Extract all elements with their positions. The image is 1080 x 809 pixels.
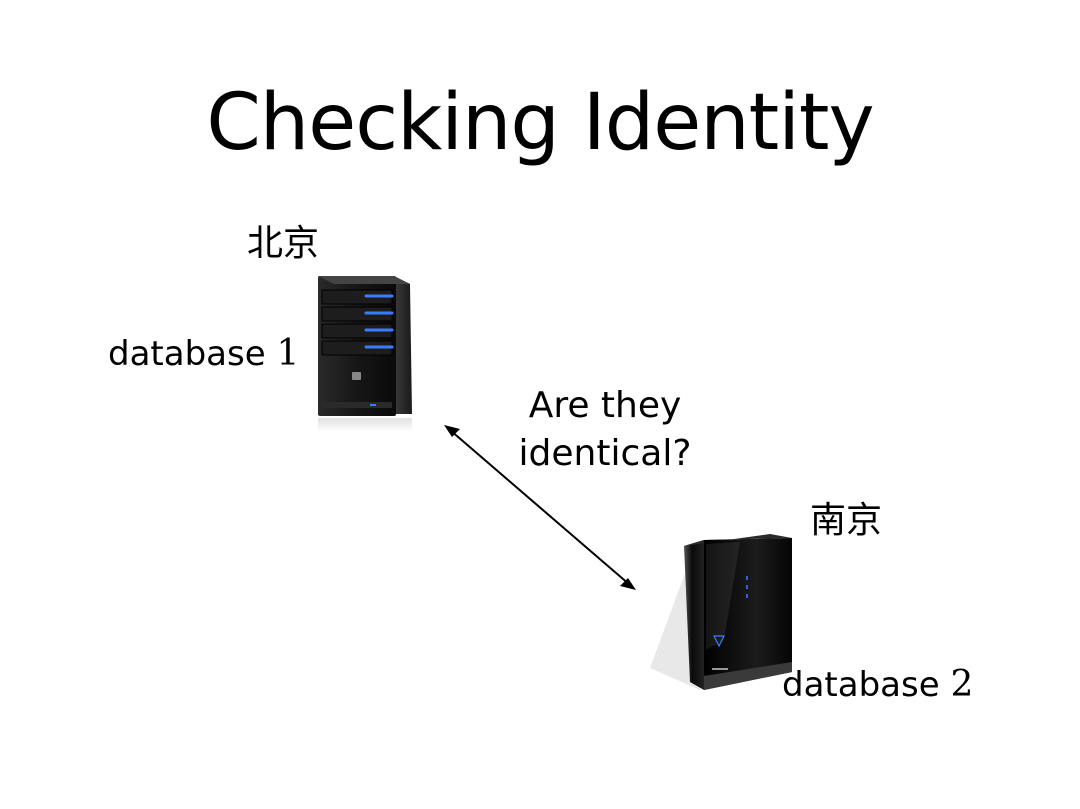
database-1-text: database	[108, 334, 266, 374]
slide-title: Checking Identity	[206, 78, 874, 168]
city-label-beijing: 北京	[247, 223, 320, 264]
question-text: Are they identical?	[500, 382, 710, 478]
database-1-label: database 1	[108, 333, 299, 374]
database-2-text: database	[782, 665, 940, 705]
question-line-2: identical?	[518, 433, 692, 474]
database-2-label: database 2	[782, 664, 973, 705]
question-line-1: Are they	[528, 385, 682, 426]
database-1-number: 1	[276, 333, 300, 374]
city-label-nanjing: 南京	[810, 500, 883, 541]
database-2-number: 2	[950, 664, 974, 705]
